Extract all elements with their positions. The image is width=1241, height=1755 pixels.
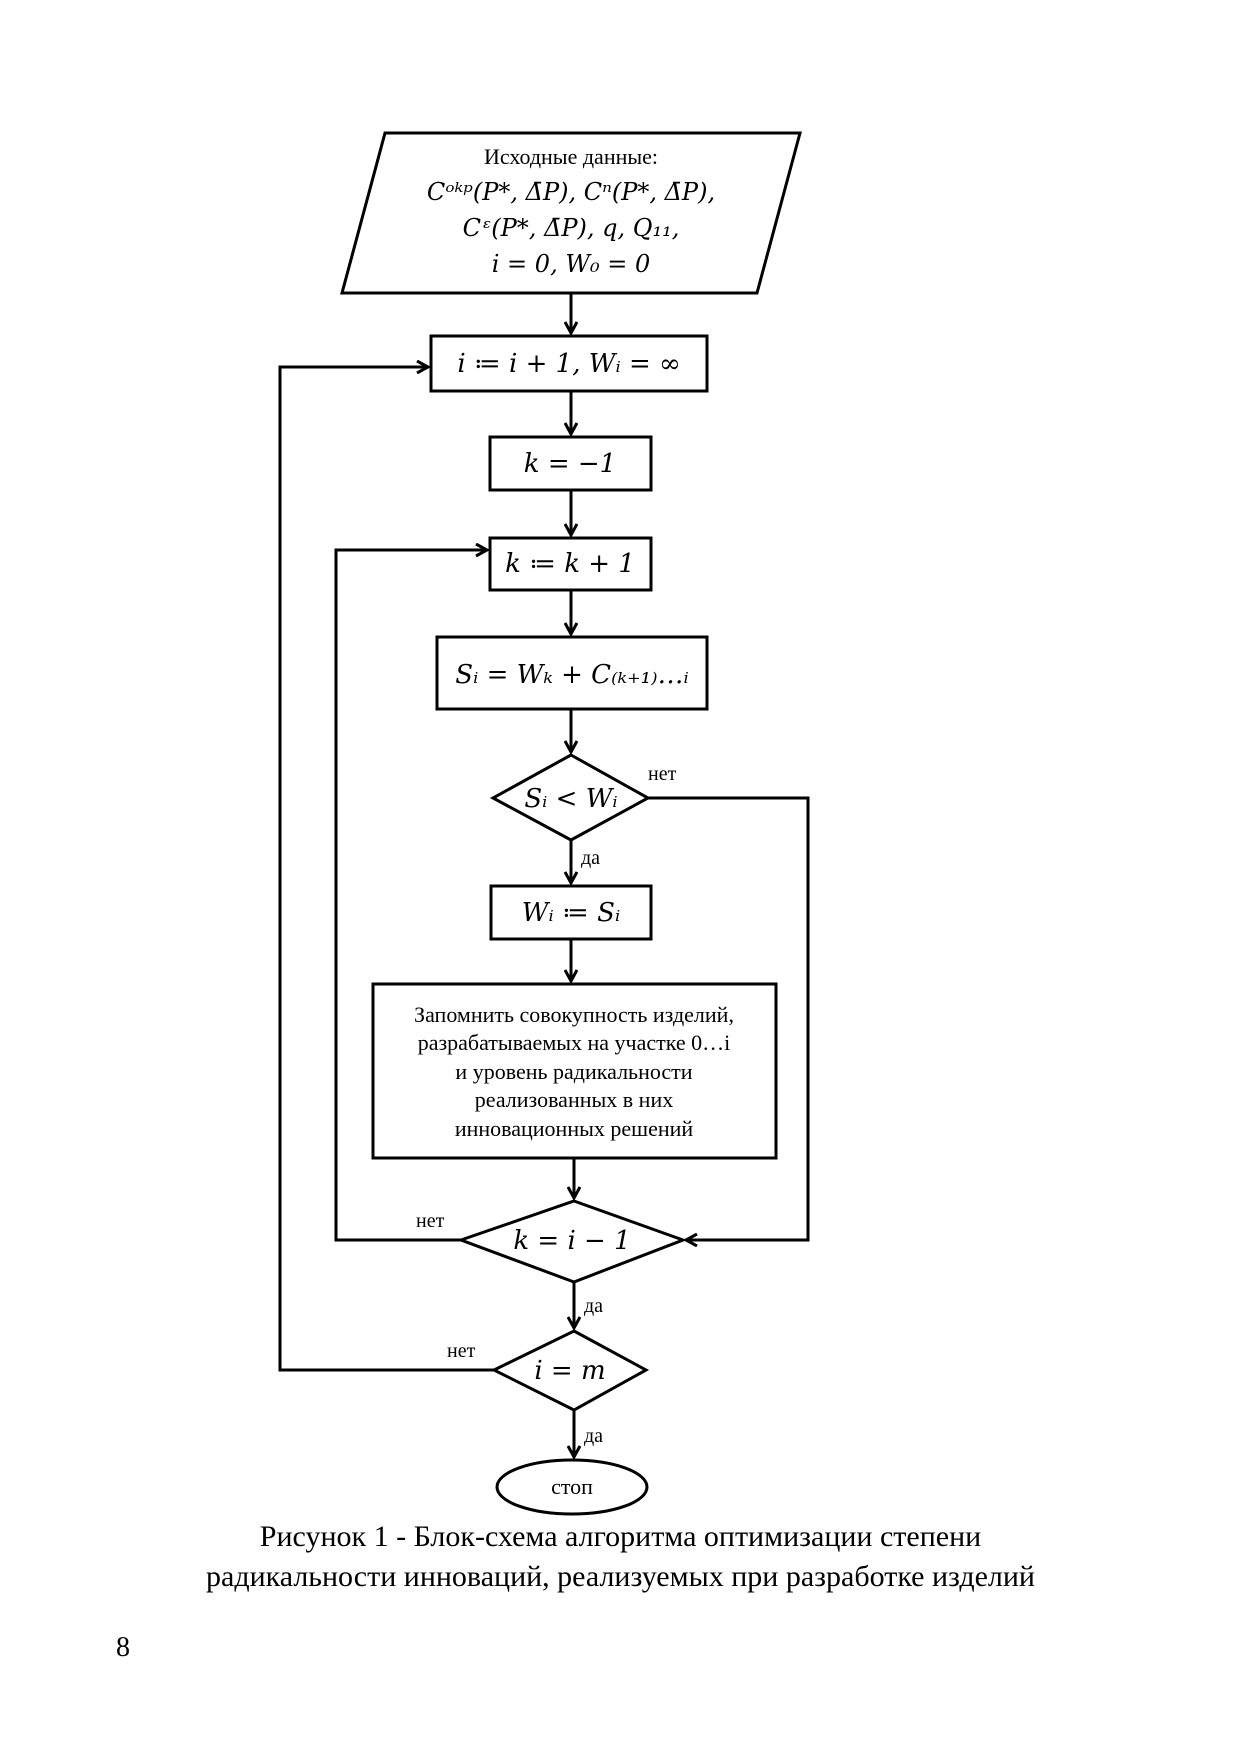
compare-no-label: нет [648, 763, 677, 785]
input-line-costs: Cᵒᵏᵖ(P*, Δ̄P), Cⁿ(P*, Δ̄P), [427, 178, 715, 206]
memo-line-1: Запомнить совокупность изделий, [414, 1002, 734, 1027]
k-check-no-label: нет [416, 1210, 445, 1232]
increment-k-block [488, 536, 653, 592]
assign-w-block [489, 884, 653, 941]
arrow-compare-no [648, 796, 810, 1240]
increment-i-block [429, 334, 709, 393]
k-check-yes-label: да [584, 1295, 603, 1317]
arrow-i-check-no-loop [278, 367, 494, 1372]
memo-line-4: реализованных в них [475, 1087, 673, 1112]
memorize-block [371, 982, 778, 1160]
k-check-decision-text: k = i − 1 [513, 1226, 630, 1256]
assign-w-text: Wᵢ ≔ Sᵢ [522, 898, 620, 928]
compare-yes-label: да [581, 847, 600, 869]
memo-line-5: инновационных решений [455, 1116, 694, 1141]
stop-terminal-text: стоп [551, 1474, 593, 1499]
input-title: Исходные данные: [484, 144, 658, 169]
i-check-no-label: нет [447, 1340, 476, 1362]
page-number: 8 [116, 1632, 130, 1663]
stop-terminal [495, 1458, 649, 1516]
init-k-text: k = −1 [524, 449, 616, 479]
calc-s-block [435, 635, 709, 711]
input-line-init: i = 0, W₀ = 0 [492, 250, 651, 278]
input-line-params: Cᵋ(P*, Δ̄P), q, Q₁₁, [463, 214, 680, 242]
arrow-k-check-no-loop [334, 550, 487, 1242]
compare-decision-text: Sᵢ < Wᵢ [524, 784, 617, 814]
figure-caption-line-1: Рисунок 1 - Блок-схема алгоритма оптимиз… [259, 1520, 982, 1553]
calc-s-text: Sᵢ = Wₖ + C₍ₖ₊₁₎…ᵢ [455, 660, 688, 690]
figure-caption-line-2: радикальности инноваций, реализуемых при… [206, 1560, 1035, 1593]
increment-k-text: k ≔ k + 1 [505, 549, 635, 579]
i-check-decision-text: i = m [534, 1356, 605, 1386]
i-check-yes-label: да [584, 1425, 603, 1447]
input-data-block [340, 131, 802, 295]
init-k-block [488, 435, 653, 492]
memo-line-3: и уровень радикальности [455, 1059, 692, 1084]
memo-line-2: разрабатываемых на участке 0…i [418, 1030, 731, 1055]
increment-i-text: i ≔ i + 1, Wᵢ = ∞ [457, 349, 680, 379]
